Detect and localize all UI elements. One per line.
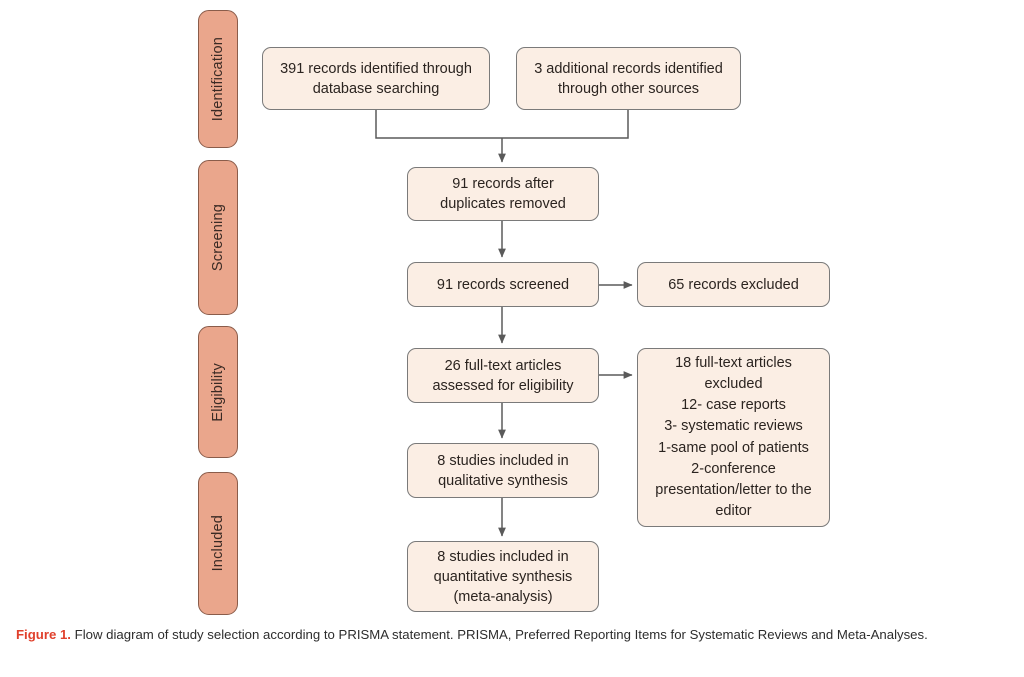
box-quantitative-synthesis: 8 studies included in quantitative synth…: [407, 541, 599, 612]
box-quantitative-synthesis-text: 8 studies included in quantitative synth…: [433, 548, 573, 605]
box-records-excluded-text: 65 records excluded: [668, 276, 799, 293]
box-fulltext-excluded: 18 full-text articles excluded 12- case …: [637, 348, 830, 527]
figure-caption-text: Flow diagram of study selection accordin…: [74, 627, 928, 642]
box-records-screened-text: 91 records screened: [436, 276, 570, 293]
box-qualitative-synthesis: 8 studies included in qualitative synthe…: [407, 443, 599, 498]
phase-label-screening: Screening: [210, 203, 226, 272]
figure-caption: Figure 1. Flow diagram of study selectio…: [16, 624, 1008, 645]
flow-diagram: Identification Screening Eligibility Inc…: [198, 10, 830, 615]
phase-bar-eligibility: Eligibility: [198, 326, 238, 458]
box-fulltext-assessed-text: 26 full-text articles assessed for eligi…: [432, 357, 574, 394]
phase-label-identification: Identification: [210, 36, 226, 122]
box-records-identified-database: 391 records identified through database …: [262, 47, 490, 110]
box-records-identified-database-text: 391 records identified through database …: [280, 60, 472, 97]
box-records-excluded: 65 records excluded: [637, 262, 830, 307]
box-records-identified-other-sources-text: 3 additional records identified through …: [534, 60, 723, 97]
box-records-screened: 91 records screened: [407, 262, 599, 307]
box-fulltext-excluded-text: 18 full-text articles excluded 12- case …: [655, 354, 812, 519]
figure-number: Figure 1.: [16, 627, 71, 642]
flow-connectors: [375, 110, 633, 537]
phase-bar-screening: Screening: [198, 160, 238, 315]
box-duplicates-removed: 91 records after duplicates removed: [407, 167, 599, 221]
phase-label-included: Included: [210, 515, 226, 572]
box-records-identified-other-sources: 3 additional records identified through …: [516, 47, 741, 110]
phase-label-eligibility: Eligibility: [210, 362, 226, 422]
phase-bar-included: Included: [198, 472, 238, 615]
phase-bar-identification: Identification: [198, 10, 238, 148]
box-duplicates-removed-text: 91 records after duplicates removed: [440, 176, 566, 212]
box-qualitative-synthesis-text: 8 studies included in qualitative synthe…: [437, 452, 569, 489]
box-fulltext-assessed: 26 full-text articles assessed for eligi…: [407, 348, 599, 403]
